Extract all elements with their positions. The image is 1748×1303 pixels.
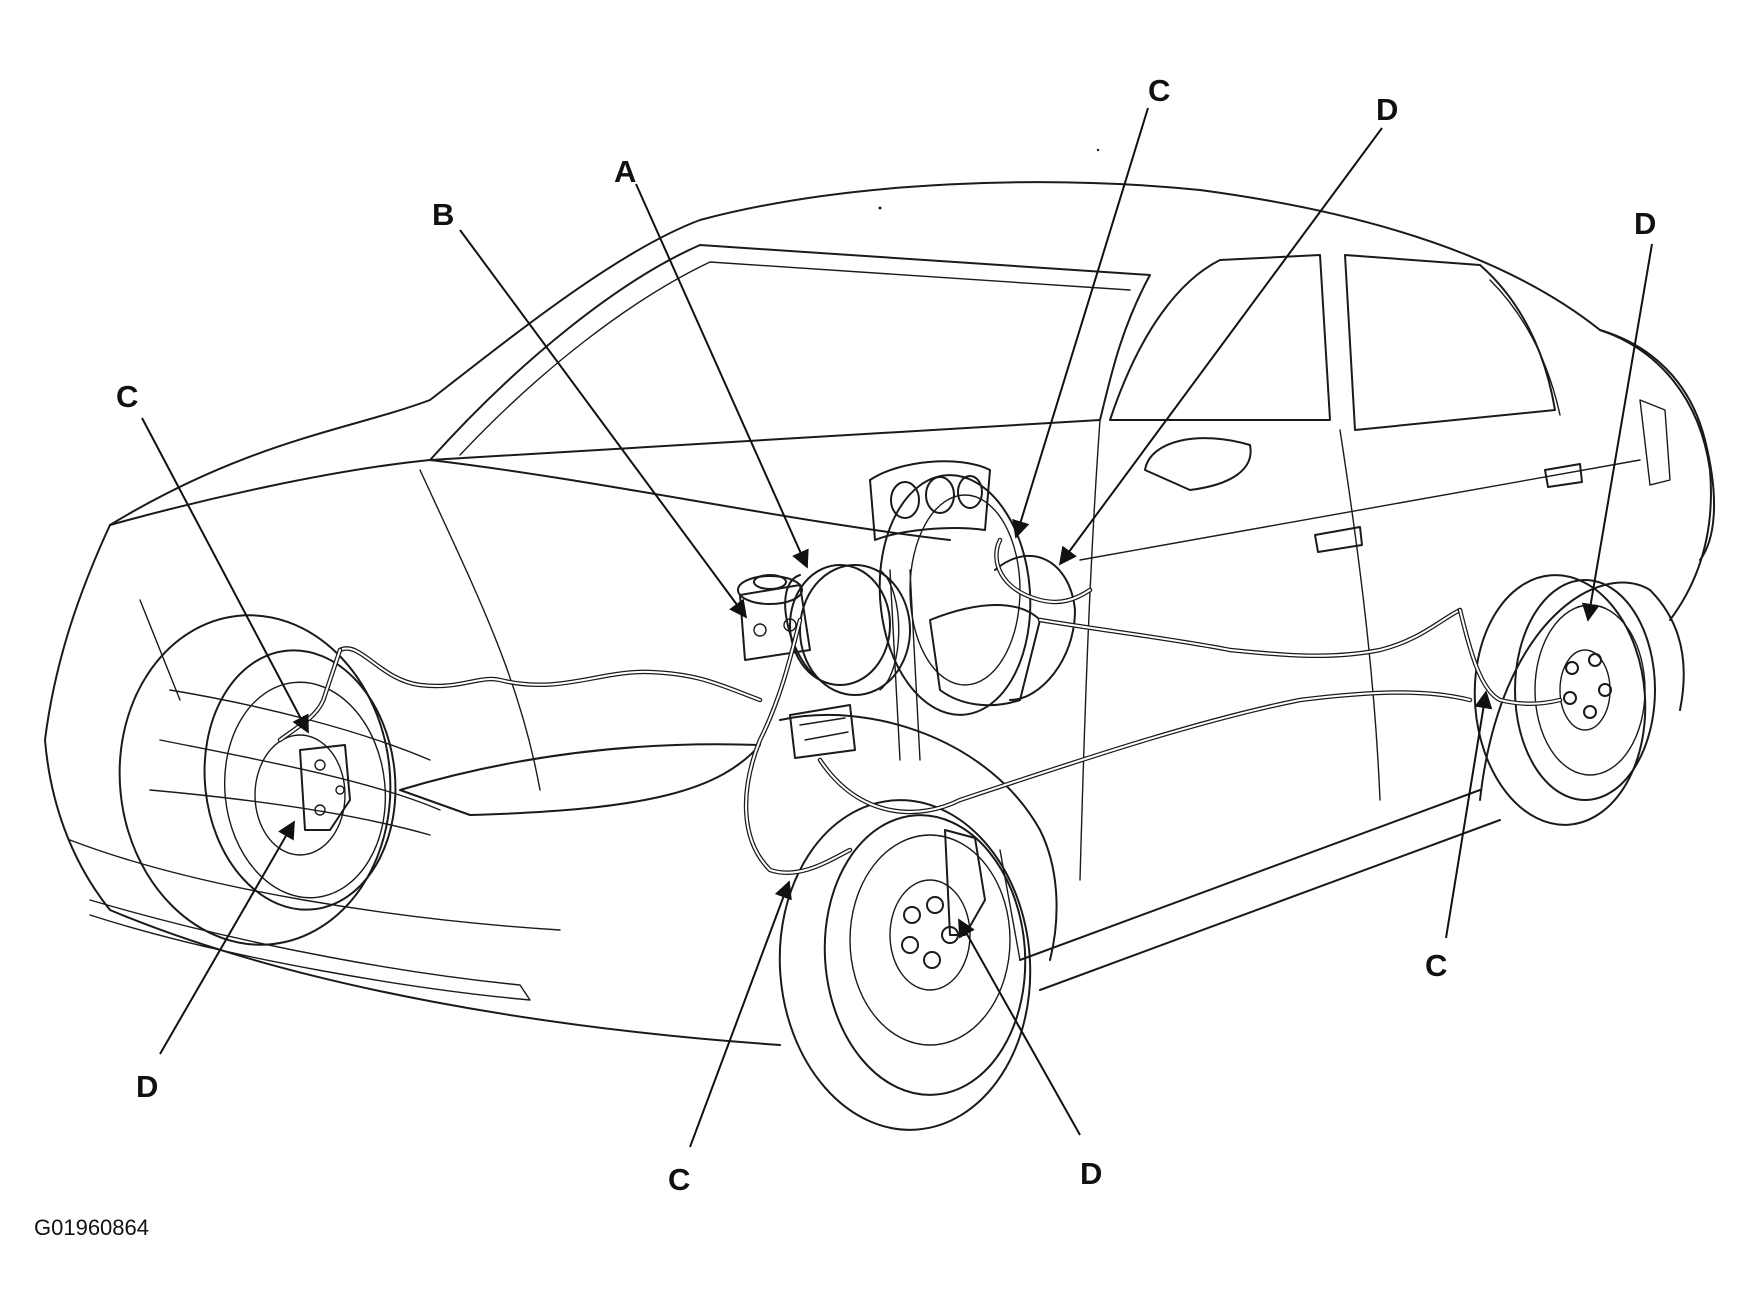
brake-booster xyxy=(784,564,911,696)
callout-c-label-left: C xyxy=(116,379,138,414)
steering-pedal-bracket xyxy=(889,554,1076,761)
callout-c-label-bottom-right: C xyxy=(1425,948,1447,983)
brake-lines xyxy=(277,537,1563,875)
car-body xyxy=(44,148,1716,1046)
callout-d-label-bottom-left: D xyxy=(136,1069,158,1104)
callout-d-label-bottom: D xyxy=(1080,1156,1102,1191)
callout-d-label-top: D xyxy=(1376,92,1398,127)
figure-id-label: G01960864 xyxy=(34,1215,149,1240)
callout-d-label-right: D xyxy=(1634,206,1656,241)
callout-a-label: A xyxy=(614,154,636,189)
master-cylinder xyxy=(737,574,811,661)
rear-left-wheel xyxy=(878,474,1032,716)
front-left-wheel xyxy=(118,614,397,946)
front-right-wheel xyxy=(778,799,1032,1131)
callout-b-label: B xyxy=(432,197,454,232)
front-left-caliper xyxy=(299,744,351,831)
callout-c-label-top: C xyxy=(1148,73,1170,108)
callout-c-label-bottom: C xyxy=(668,1162,690,1197)
instrument-cluster xyxy=(869,460,991,541)
callout-leaders xyxy=(141,107,1653,1148)
abs-modulator xyxy=(789,704,856,759)
